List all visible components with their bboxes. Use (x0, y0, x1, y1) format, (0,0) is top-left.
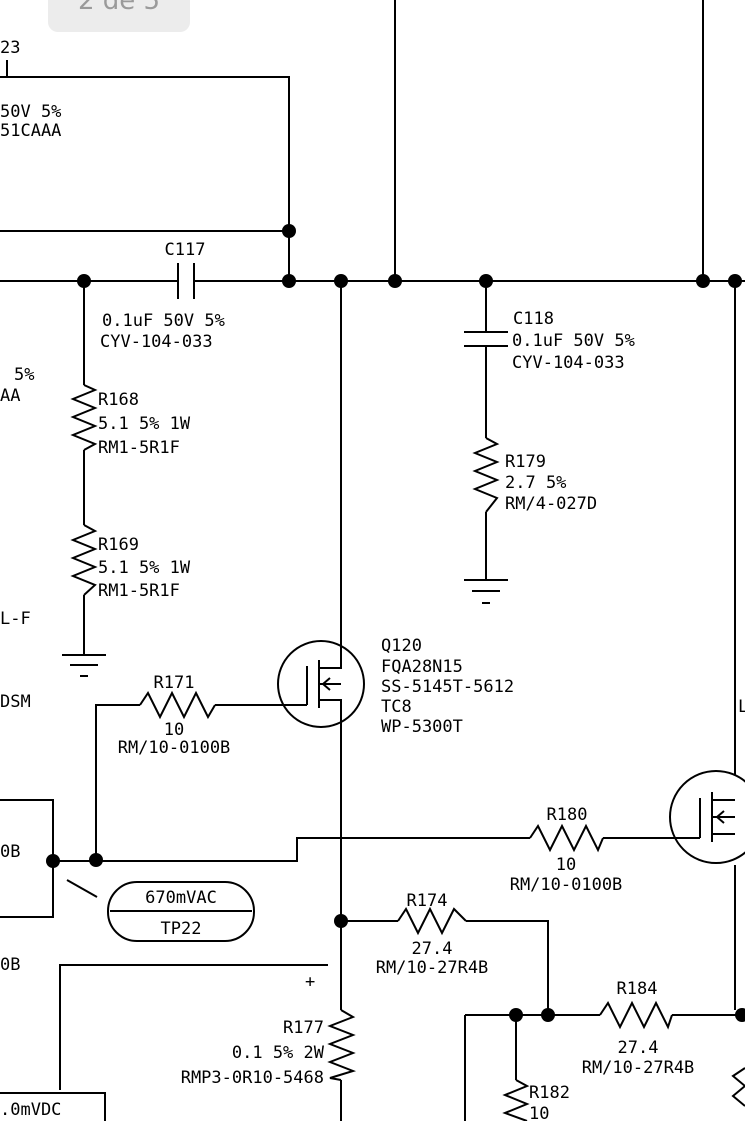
right-fragment-l: L (738, 697, 745, 717)
r184-ref-label: R184 (617, 979, 658, 999)
left-fragment-mvdc: .0mVDC (0, 1100, 61, 1120)
junction-dot (89, 853, 103, 867)
resistor-r180-symbol (529, 823, 604, 853)
junction-dot (735, 1008, 745, 1022)
page-indicator: 2 de 5 (48, 0, 190, 32)
r182-value-label: 10 (529, 1104, 549, 1121)
r174-value-label: 27.4 (412, 939, 453, 959)
q120-part-label-3: TC8 (381, 697, 412, 717)
ground-icon (464, 579, 508, 604)
resistor-r177-symbol (327, 1009, 357, 1081)
r169-value-label: 5.1 5% 1W (98, 558, 191, 578)
resistor-r171-symbol (139, 690, 216, 720)
r168-value-label: 5.1 5% 1W (98, 414, 191, 434)
c117-ref-label: C117 (165, 240, 206, 260)
junction-dot (282, 224, 296, 238)
c118-value-label: 0.1uF 50V 5% (512, 331, 635, 351)
r171-part-label: RM/10-0100B (118, 738, 231, 758)
left-fragment-0b-1: 0B (0, 842, 20, 862)
r180-part-label: RM/10-0100B (510, 875, 623, 895)
junction-dot (728, 274, 742, 288)
r169-part-label: RM1-5R1F (98, 581, 180, 601)
resistor-r174-symbol (397, 906, 467, 936)
r168-ref-label: R168 (98, 390, 139, 410)
junction-dot (282, 274, 296, 288)
r174-ref-label: R174 (407, 891, 448, 911)
left-fragment-lf: L-F (0, 609, 31, 629)
mosfet-right-symbol (669, 770, 745, 864)
left-fragment-value: 5% (14, 365, 34, 385)
junction-dot (541, 1008, 555, 1022)
c123-value-label: 50V 5% (0, 102, 61, 122)
junction-dot (46, 854, 60, 868)
c123-part-label: 51CAAA (0, 121, 61, 141)
resistor-right-edge-symbol (731, 1067, 745, 1107)
left-fragment-part: AA (0, 386, 20, 406)
mosfet-q120-symbol (277, 640, 365, 728)
r171-value-label: 10 (164, 720, 184, 740)
tp22-value-label: 670mVAC (145, 888, 217, 908)
junction-dot (77, 274, 91, 288)
junction-dot (334, 914, 348, 928)
junction-dots (46, 224, 745, 1022)
r182-ref-label: R182 (529, 1083, 570, 1103)
r171-ref-label: R171 (154, 673, 195, 693)
c118-part-label: CYV-104-033 (512, 353, 625, 373)
capacitor-c118-symbol (464, 331, 508, 347)
r169-ref-label: R169 (98, 535, 139, 555)
q120-part-label-2: SS-5145T-5612 (381, 677, 514, 697)
plus-sign-label: + (305, 972, 315, 992)
q120-part-label-4: WP-5300T (381, 717, 463, 737)
tp22-ref-label: TP22 (161, 919, 202, 939)
ground-icon (62, 654, 106, 677)
test-point-tp22 (107, 881, 255, 942)
resistor-r182-symbol (502, 1079, 530, 1121)
junction-dot (334, 274, 348, 288)
q120-ref-label: Q120 (381, 636, 422, 656)
c123-ref-label: 23 (0, 38, 20, 58)
capacitor-c117-symbol (177, 263, 195, 299)
junction-dot (388, 274, 402, 288)
r180-ref-label: R180 (547, 805, 588, 825)
r174-part-label: RM/10-27R4B (376, 958, 489, 978)
c117-part-label: CYV-104-033 (100, 332, 213, 352)
c117-value-label: 0.1uF 50V 5% (102, 311, 225, 331)
junction-dot (479, 274, 493, 288)
r177-value-label: 0.1 5% 2W (232, 1043, 325, 1063)
r179-part-label: RM/4-027D (505, 494, 597, 514)
resistor-r168-symbol (70, 384, 98, 451)
junction-dot (509, 1008, 523, 1022)
r184-part-label: RM/10-27R4B (582, 1058, 695, 1078)
left-fragment-0b-2: 0B (0, 955, 20, 975)
c118-ref-label: C118 (513, 309, 554, 329)
component-labels: 23 50V 5% 51CAAA C117 0.1uF 50V 5% CYV-1… (0, 38, 745, 1121)
r177-part-label: RMP3-0R10-5468 (181, 1068, 324, 1088)
r180-value-label: 10 (556, 855, 576, 875)
resistor-r169-symbol (70, 524, 98, 596)
r168-part-label: RM1-5R1F (98, 438, 180, 458)
r179-value-label: 2.7 5% (505, 473, 566, 493)
r179-ref-label: R179 (505, 452, 546, 472)
junction-dot (696, 274, 710, 288)
left-fragment-dsm: DSM (0, 692, 31, 712)
resistor-r179-symbol (472, 437, 500, 513)
q120-part-label: FQA28N15 (381, 657, 463, 677)
resistor-r184-symbol (599, 1000, 673, 1030)
r177-ref-label: R177 (283, 1018, 324, 1038)
r184-value-label: 27.4 (618, 1038, 659, 1058)
